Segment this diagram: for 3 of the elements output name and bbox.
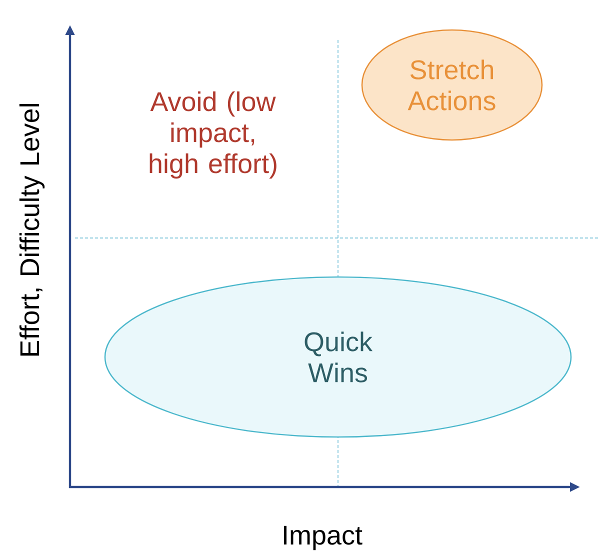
axis-title: Impact xyxy=(284,526,362,550)
axis-title: Effort, Difficulty Level xyxy=(19,104,45,356)
quadrant-label: Avoid (low impact, high effort) xyxy=(150,91,276,179)
